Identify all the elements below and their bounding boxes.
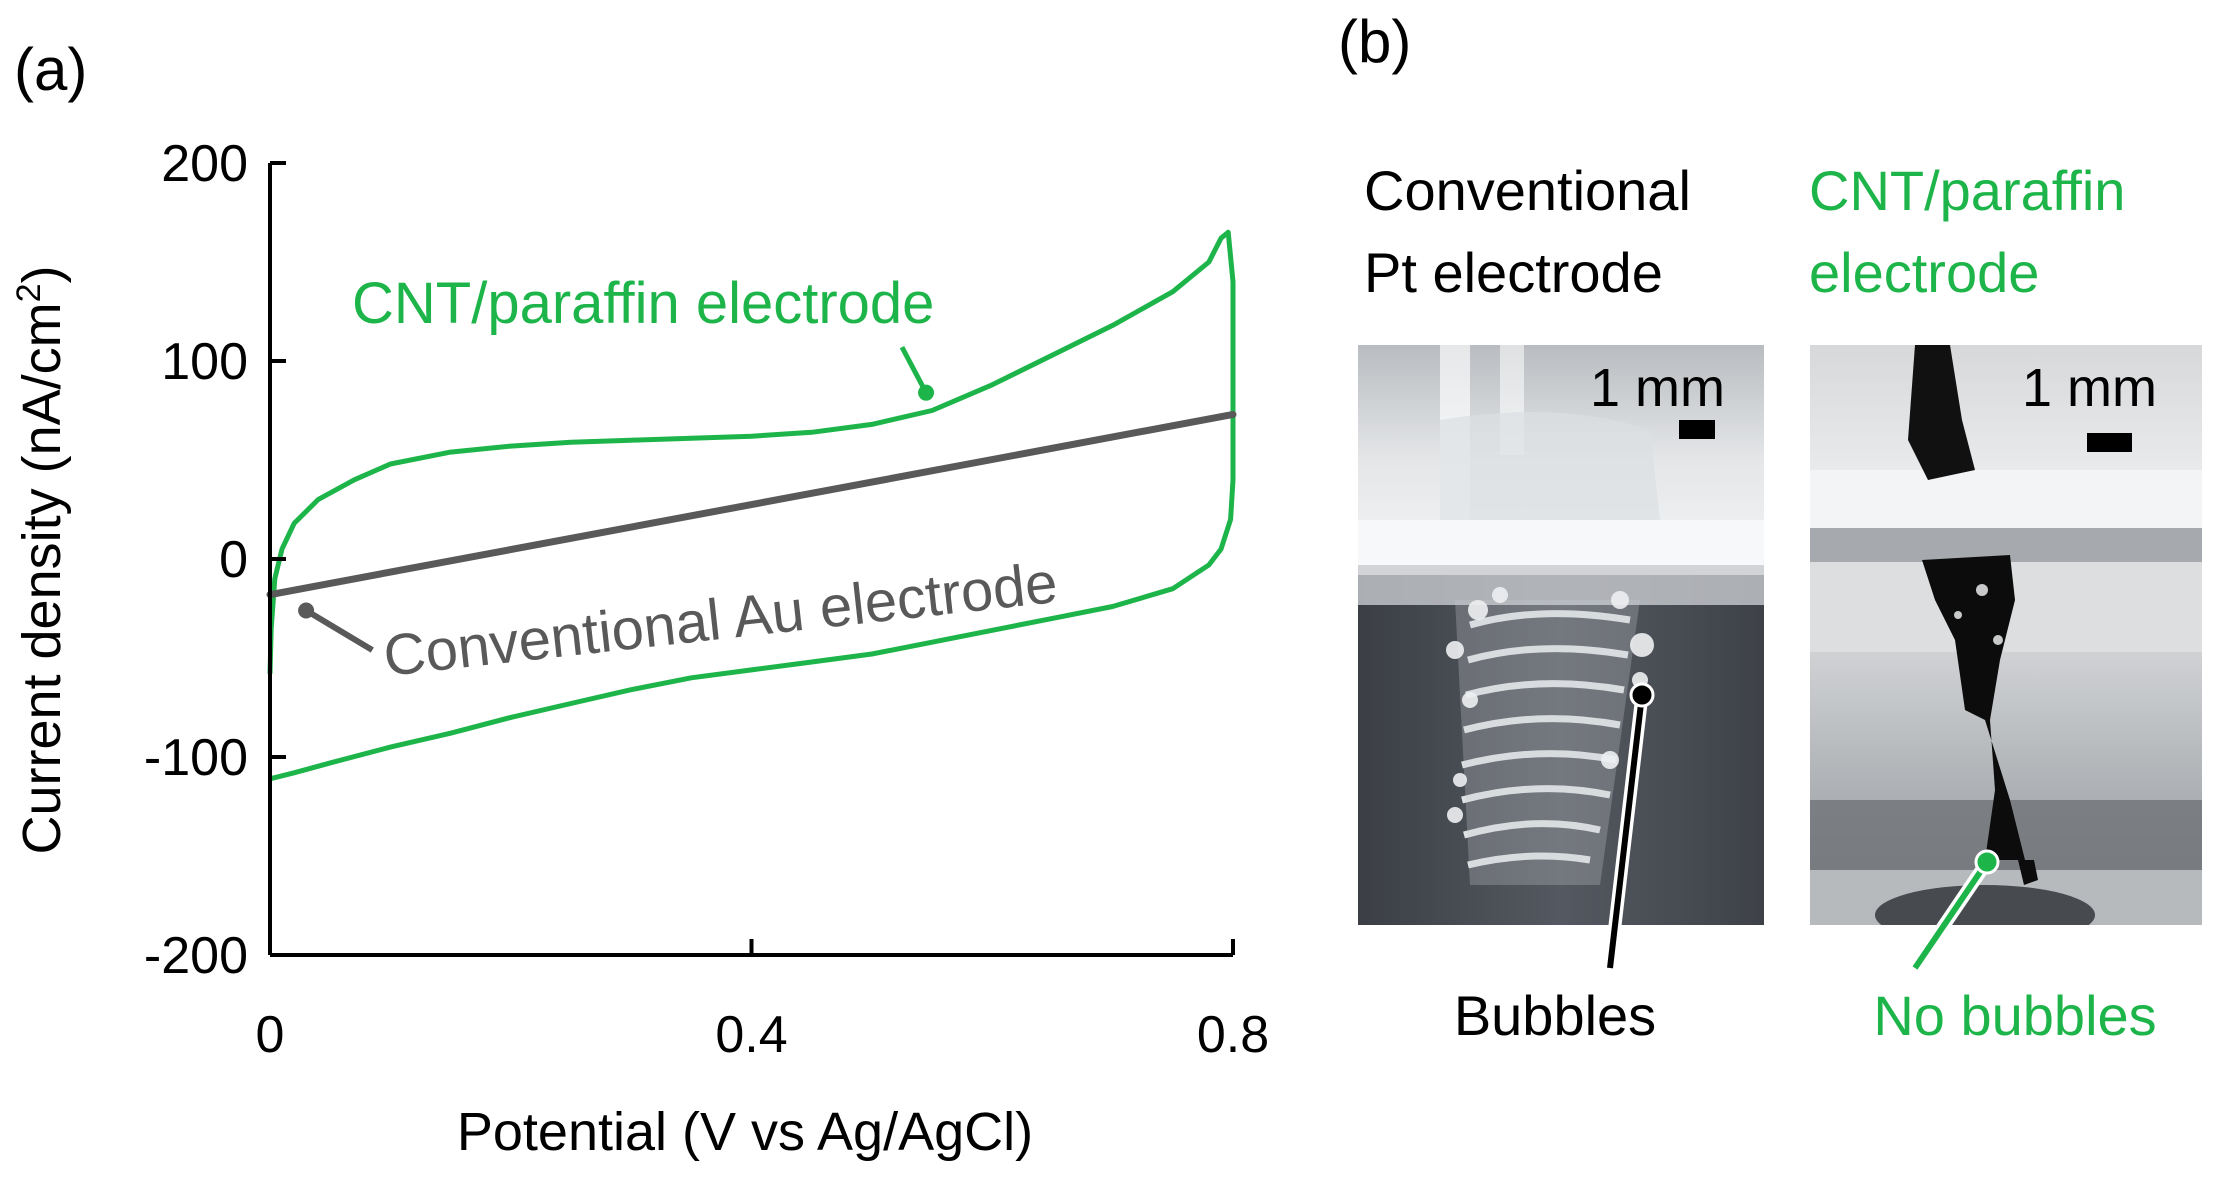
- au-series-label: Conventional Au electrode: [380, 550, 1060, 689]
- y-tick-label: 100: [161, 333, 248, 391]
- au-annotation-pointer: [304, 607, 374, 653]
- x-tick-label: 0: [256, 1006, 285, 1064]
- y-tick-label: 200: [161, 135, 248, 193]
- pt-title-line2: Pt electrode: [1364, 241, 1663, 304]
- bubbles-caption: Bubbles: [1454, 984, 1656, 1047]
- y-axis-title-end: ): [12, 265, 72, 283]
- pt-title-line1: Conventional: [1364, 159, 1691, 222]
- bubbles-pointer-dot: [1629, 682, 1655, 708]
- cnt-series-label: CNT/paraffin electrode: [352, 271, 934, 336]
- panel-a-label: (a): [14, 36, 87, 103]
- no-bubbles-pointer-dot: [1974, 849, 2000, 875]
- cnt-electrode-photo: [1810, 345, 2202, 925]
- cnt-title-line1: CNT/paraffin: [1809, 159, 2125, 222]
- x-tick-label: 0.4: [715, 1006, 787, 1064]
- y-tick-label: -200: [144, 927, 248, 985]
- cnt-annotation-dot: [918, 384, 935, 401]
- x-tick-label: 0.8: [1197, 1006, 1269, 1064]
- au-annotation-dot: [298, 602, 315, 619]
- x-axis-title: Potential (V vs Ag/AgCl): [457, 1102, 1033, 1162]
- y-axis-title-main: Current density (nA/cm: [12, 302, 72, 854]
- pt-scale-label: 1 mm: [1590, 358, 1725, 418]
- y-axis-title: Current density (nA/cm2): [10, 265, 72, 854]
- pt-electrode-photo: [1358, 345, 1764, 925]
- y-tick-label: -100: [144, 729, 248, 787]
- cnt-scale-bar: [2087, 433, 2132, 452]
- cnt-scale-label: 1 mm: [2022, 358, 2157, 418]
- cnt-paraffin-cv-curve: [267, 229, 1236, 782]
- no-bubbles-caption: No bubbles: [1873, 984, 2156, 1047]
- no-bubbles-pointer-line: [1912, 860, 1990, 970]
- plot-area: 200 100 0 -100 -200 0 0.4 0.8 Potential …: [10, 135, 1269, 1162]
- bubbles-pointer-line: [1607, 694, 1645, 969]
- cnt-title-line2: electrode: [1809, 241, 2039, 304]
- au-electrode-line: [266, 410, 1237, 599]
- y-axis-title-sup: 2: [10, 283, 48, 302]
- cnt-annotation-pointer: [899, 345, 929, 394]
- pt-scale-bar: [1679, 420, 1715, 439]
- y-tick-label: 0: [219, 531, 248, 589]
- panel-b-label: (b): [1338, 8, 1411, 75]
